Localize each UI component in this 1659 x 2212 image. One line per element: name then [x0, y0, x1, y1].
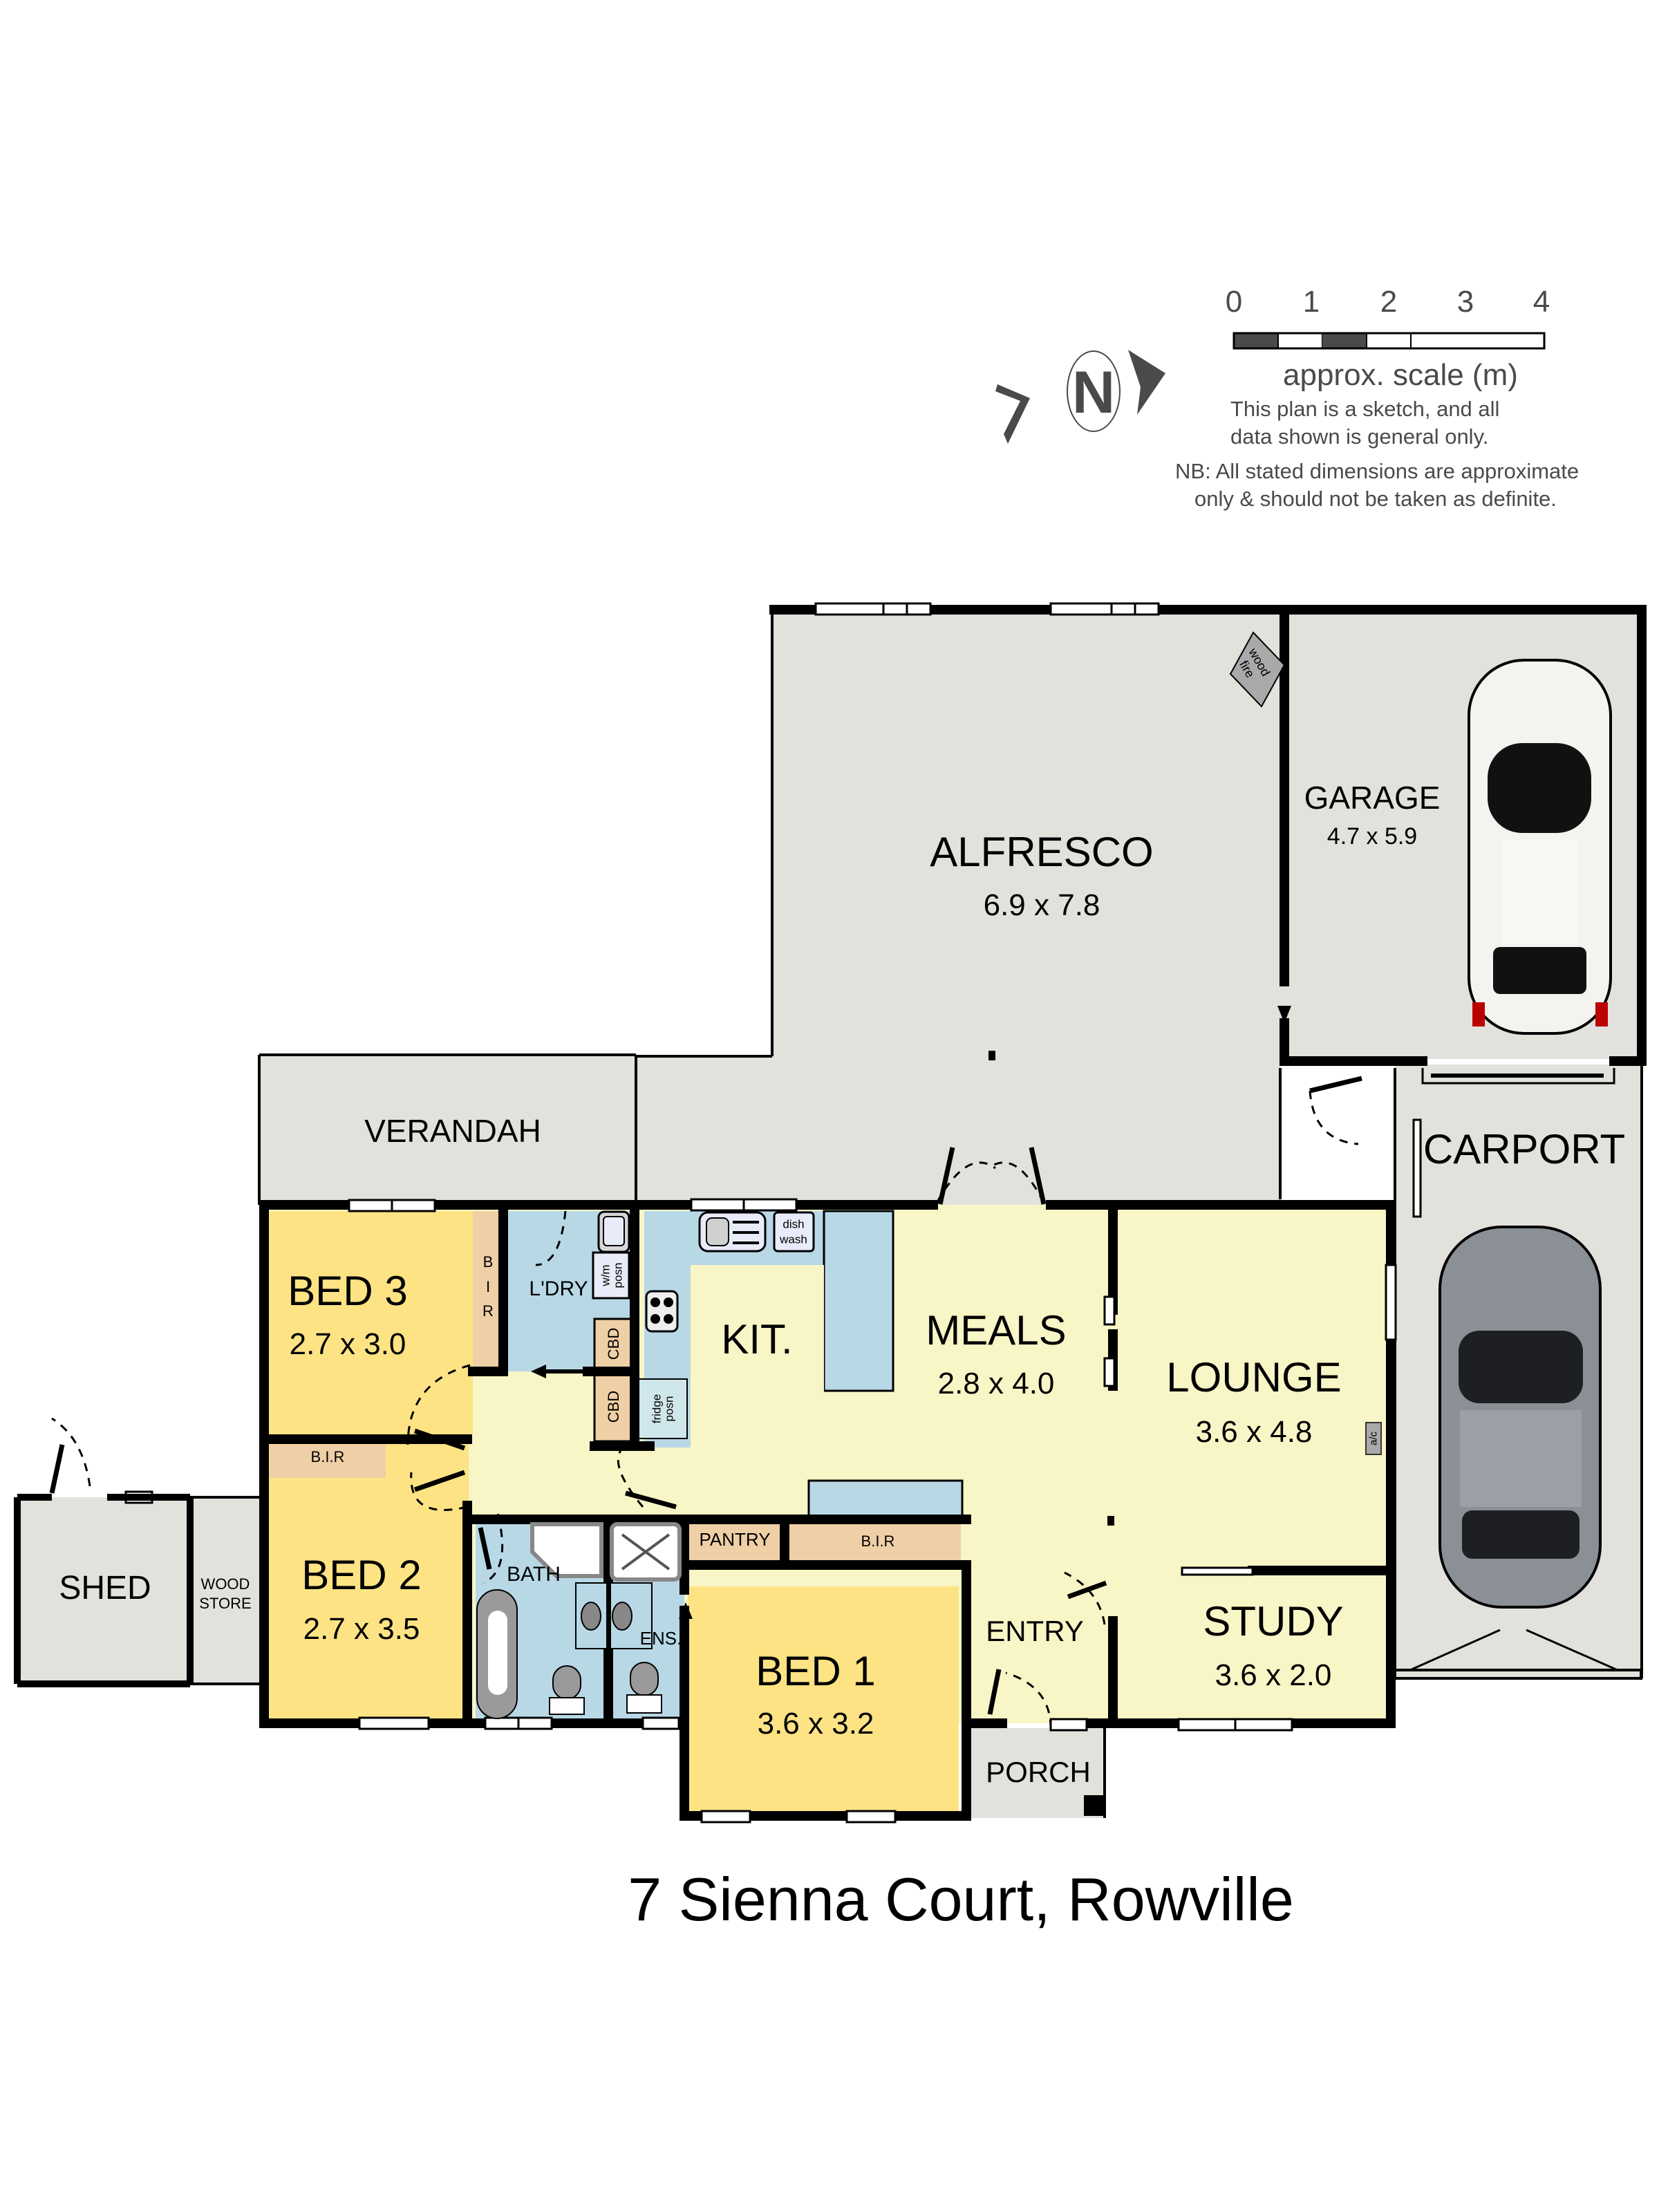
- note-line-2: only & should not be taken as definite.: [1194, 487, 1557, 511]
- garage-door: [1421, 1068, 1615, 1085]
- porch-label: PORCH: [986, 1756, 1091, 1788]
- bir-bed2-label: B.I.R: [310, 1448, 345, 1465]
- alfresco-lower-area: [636, 1056, 1280, 1205]
- cbd-upper: [593, 1318, 634, 1370]
- toilet-icon: [549, 1662, 662, 1715]
- disclaimer-line-1: This plan is a sketch, and all: [1230, 397, 1500, 421]
- meals-dims: 2.8 x 4.0: [937, 1367, 1055, 1400]
- cbd-lower-label: CBD: [605, 1390, 622, 1423]
- bir-bed1-label: B.I.R: [861, 1533, 895, 1550]
- bir-bed1: [788, 1519, 961, 1565]
- car-white-icon: [1468, 659, 1612, 1035]
- bed1-dims: 3.6 x 3.2: [757, 1707, 874, 1741]
- bir-bed2: [270, 1445, 386, 1478]
- bath-label: BATH: [507, 1563, 561, 1586]
- post: [988, 1051, 995, 1060]
- dishwasher-icon: [773, 1211, 815, 1253]
- lounge-dims: 3.6 x 4.8: [1195, 1415, 1313, 1449]
- kitchen-sink-icon: [698, 1211, 767, 1253]
- wood-fire-icon: [1229, 631, 1286, 708]
- alfresco-label: ALFRESCO: [930, 829, 1154, 875]
- bed2-area: [268, 1443, 469, 1718]
- scale-tick-1: 1: [1302, 285, 1320, 319]
- lounge-label: LOUNGE: [1166, 1354, 1342, 1400]
- study-dims: 3.6 x 2.0: [1215, 1658, 1332, 1692]
- property-address-title: 7 Sienna Court, Rowville: [628, 1865, 1294, 1933]
- bed3-dims: 2.7 x 3.0: [289, 1327, 406, 1361]
- alfresco-area: [772, 607, 1280, 1056]
- scale-tick-2: 2: [1380, 285, 1398, 319]
- alfresco-dims: 6.9 x 7.8: [983, 888, 1100, 922]
- laundry-label: L'DRY: [529, 1277, 588, 1300]
- doors: [49, 1076, 1362, 1715]
- washing-machine-label-1: w/m: [599, 1264, 612, 1286]
- shed-walls: [14, 1494, 194, 1687]
- cbd-upper-label: CBD: [605, 1327, 622, 1360]
- wood-store-area: [190, 1497, 259, 1684]
- windows: [124, 602, 1422, 1824]
- air-con-label: a/c: [1367, 1431, 1380, 1446]
- vanity-basins-icon: [575, 1582, 653, 1649]
- scale-tick-0: 0: [1225, 285, 1243, 319]
- air-con-unit: [1365, 1422, 1382, 1455]
- pantry-label: PANTRY: [699, 1529, 771, 1550]
- disclaimer-line-2: data shown is general only.: [1230, 424, 1489, 449]
- cbd-lower: [593, 1371, 634, 1443]
- cooktop-icon: [645, 1290, 679, 1333]
- dishwasher-label-1: dish: [782, 1217, 805, 1231]
- shower-icon: [530, 1522, 682, 1582]
- washing-machine-label-2: posn: [611, 1262, 625, 1288]
- entry-label: ENTRY: [986, 1615, 1084, 1647]
- porch-post: [1084, 1795, 1105, 1816]
- garage-label: GARAGE: [1304, 780, 1441, 816]
- entry-arrows: [531, 1006, 1291, 1619]
- washing-machine-icon: [592, 1251, 630, 1300]
- door-swings: [51, 1090, 1359, 1729]
- bir-bed3: [473, 1211, 503, 1370]
- carport-gate: [1409, 1629, 1618, 1671]
- scale-tick-3: 3: [1456, 285, 1474, 319]
- study-label: STUDY: [1203, 1598, 1344, 1644]
- pantry-area: [684, 1519, 782, 1565]
- carport-label: CARPORT: [1423, 1126, 1626, 1172]
- bed3-area: [268, 1211, 473, 1434]
- bed1-area: [688, 1586, 959, 1815]
- scale-bar: [1232, 332, 1546, 350]
- verandah-label: VERANDAH: [364, 1113, 541, 1149]
- bed1-label: BED 1: [756, 1648, 876, 1694]
- dishwasher-label-2: wash: [780, 1232, 807, 1246]
- car-grey-icon: [1438, 1226, 1602, 1609]
- north-arrow-icon: [995, 350, 1165, 444]
- bed2-label: BED 2: [301, 1552, 422, 1598]
- meals-label: MEALS: [926, 1307, 1067, 1353]
- ensuite-label: ENS.: [639, 1628, 682, 1649]
- post: [1107, 1516, 1114, 1526]
- bir-bed3-label-r: R: [482, 1302, 494, 1320]
- bathtub-icon: [476, 1589, 518, 1719]
- garage-dims: 4.7 x 5.9: [1327, 823, 1418, 850]
- scale-label: approx. scale (m): [1283, 358, 1518, 392]
- bir-bed3-label-i: I: [485, 1278, 491, 1295]
- bed3-label: BED 3: [288, 1268, 408, 1314]
- north-label: N: [1071, 359, 1116, 426]
- laundry-trough-icon: [597, 1210, 630, 1253]
- shed-area: [17, 1497, 190, 1685]
- side-passage: [1280, 1068, 1384, 1199]
- wood-store-label-1: WOOD: [200, 1575, 250, 1593]
- wood-store-label-2: STORE: [199, 1595, 252, 1612]
- porch-area: [966, 1728, 1105, 1818]
- scale-tick-4: 4: [1533, 285, 1550, 319]
- kitchen-label: KIT.: [721, 1316, 793, 1362]
- shed-label: SHED: [59, 1570, 151, 1606]
- bir-bed3-label-b: B: [482, 1253, 494, 1271]
- verandah-area: [259, 1055, 636, 1205]
- note-line-1: NB: All stated dimensions are approximat…: [1175, 459, 1580, 483]
- fridge-label-1: fridge: [650, 1394, 664, 1424]
- fridge-icon: [638, 1378, 688, 1439]
- bed2-dims: 2.7 x 3.5: [303, 1612, 420, 1646]
- fridge-label-2: posn: [662, 1396, 676, 1422]
